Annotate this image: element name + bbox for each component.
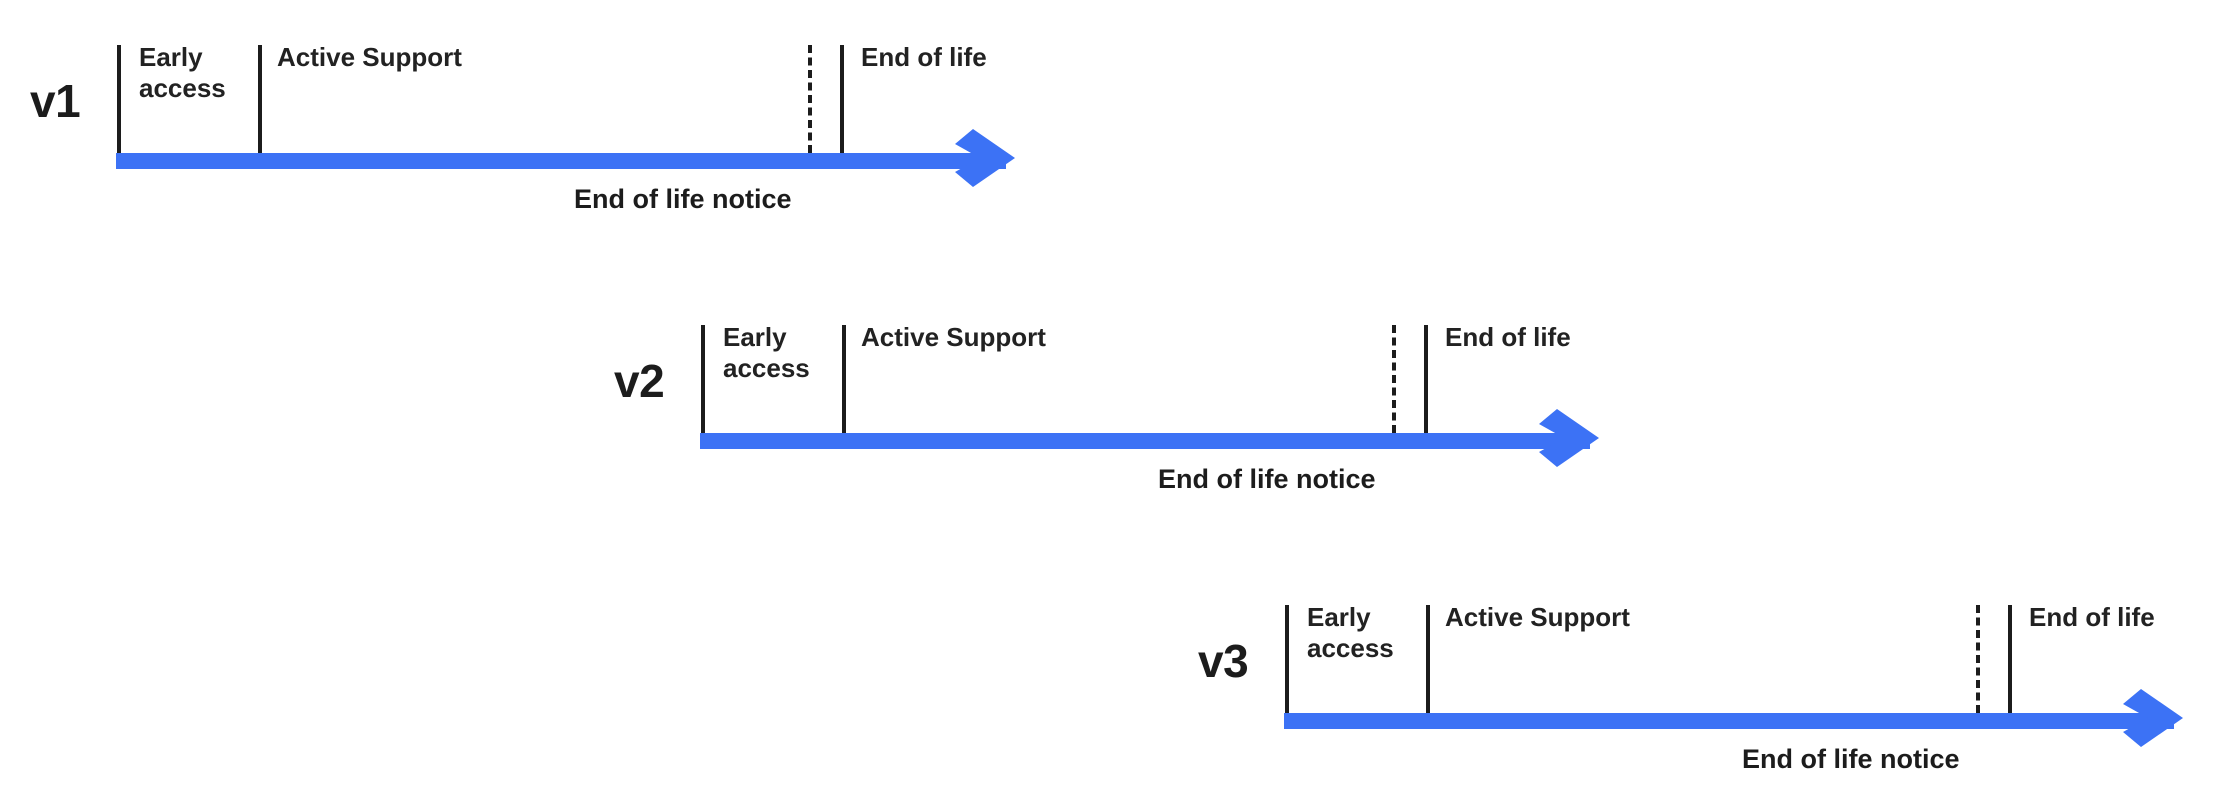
divider-early-access-start-v1 bbox=[117, 45, 121, 153]
timeline-arrow-v3 bbox=[1284, 689, 2183, 747]
divider-early-access-start-v2 bbox=[701, 325, 705, 433]
phase-label-active-support-v2: Active Support bbox=[861, 322, 1046, 352]
phase-label-end-of-life-v2: End of life bbox=[1445, 322, 1571, 352]
phase-label-early-access-v1: Early access bbox=[139, 42, 226, 103]
divider-end-of-life-start-v1 bbox=[840, 45, 844, 153]
timeline-arrow-v1 bbox=[116, 129, 1015, 187]
notice-label-v3: End of life notice bbox=[1742, 744, 1960, 774]
phase-label-early-access-v2: Early access bbox=[723, 322, 810, 383]
version-label-v3: v3 bbox=[1198, 635, 1249, 687]
phase-label-active-support-v1: Active Support bbox=[277, 42, 462, 72]
divider-end-of-life-notice-v1 bbox=[808, 45, 812, 153]
version-label-v2: v2 bbox=[614, 355, 665, 407]
divider-active-support-start-v2 bbox=[842, 325, 846, 433]
notice-label-v1: End of life notice bbox=[574, 184, 792, 214]
divider-active-support-start-v1 bbox=[258, 45, 262, 153]
divider-end-of-life-notice-v3 bbox=[1976, 605, 1980, 713]
divider-early-access-start-v3 bbox=[1285, 605, 1289, 713]
divider-end-of-life-start-v2 bbox=[1424, 325, 1428, 433]
phase-label-end-of-life-v3: End of life bbox=[2029, 602, 2155, 632]
notice-label-v2: End of life notice bbox=[1158, 464, 1376, 494]
phase-label-early-access-v3: Early access bbox=[1307, 602, 1394, 663]
phase-label-active-support-v3: Active Support bbox=[1445, 602, 1630, 632]
version-label-v1: v1 bbox=[30, 75, 81, 127]
divider-end-of-life-start-v3 bbox=[2008, 605, 2012, 713]
timeline-arrow-v2 bbox=[700, 409, 1599, 467]
divider-active-support-start-v3 bbox=[1426, 605, 1430, 713]
phase-label-end-of-life-v1: End of life bbox=[861, 42, 987, 72]
divider-end-of-life-notice-v2 bbox=[1392, 325, 1396, 433]
